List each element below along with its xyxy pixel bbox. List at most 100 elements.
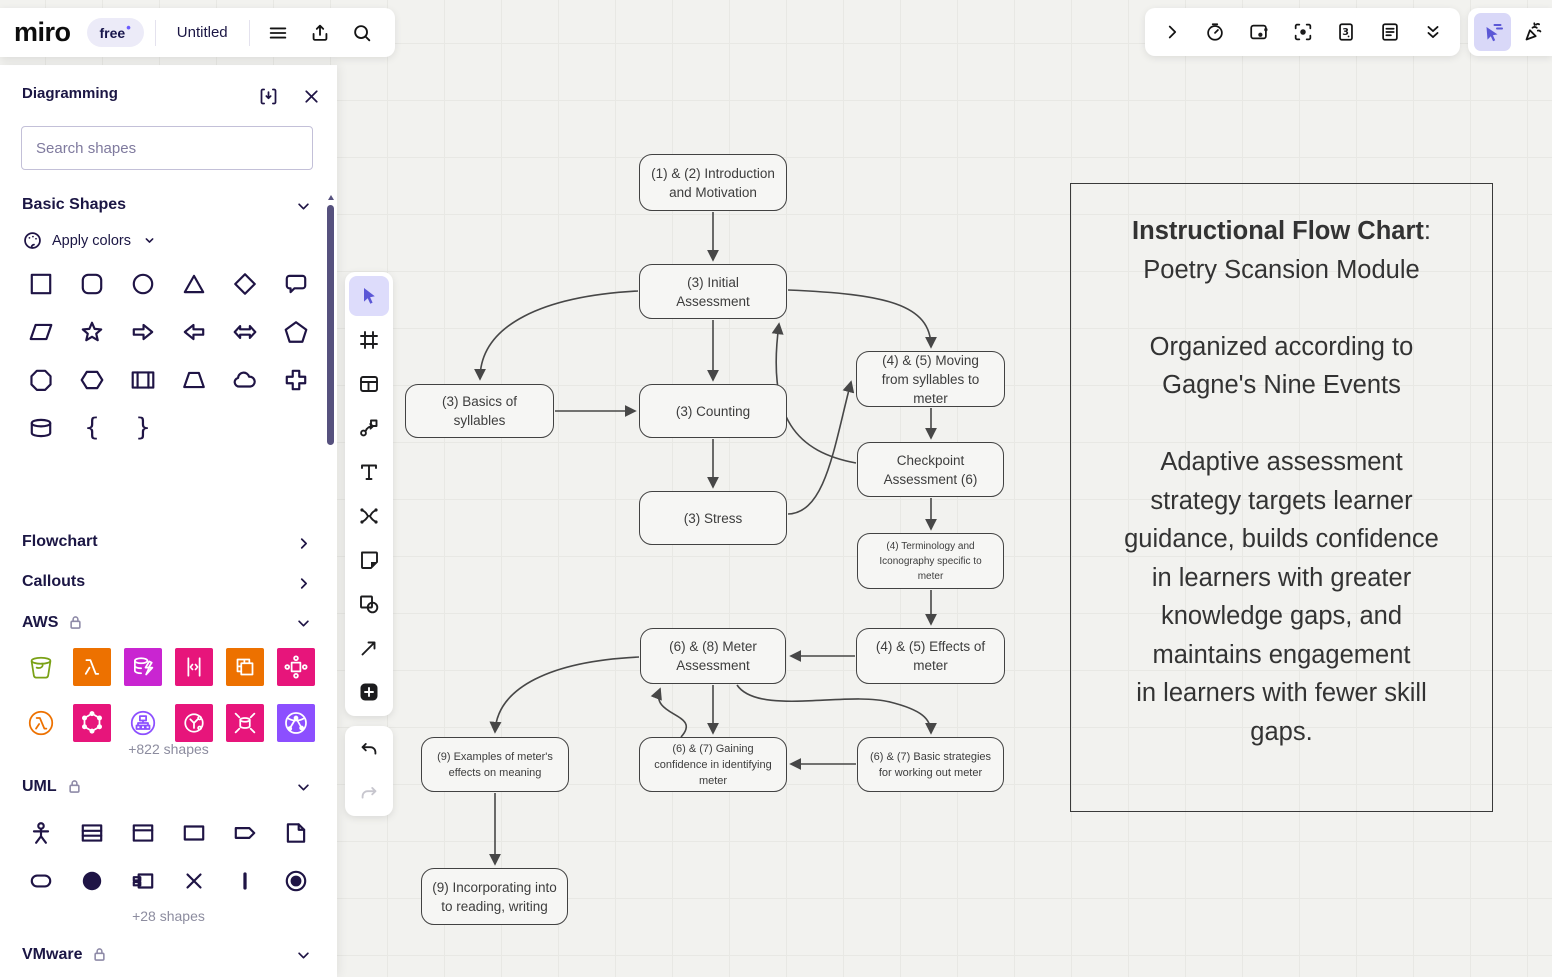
hexagon-shape[interactable] [66, 356, 117, 404]
sticky-note-tool[interactable] [349, 540, 389, 580]
flow-node-intro[interactable]: (1) & (2) Introduction and Motivation [639, 154, 787, 211]
board-title[interactable]: Untitled [176, 24, 228, 41]
chevron-right-icon[interactable] [1155, 15, 1189, 49]
connector-meterassess-strategies[interactable] [736, 684, 937, 735]
close-icon[interactable] [294, 79, 328, 113]
undo-button[interactable] [349, 729, 389, 769]
rounded-square-shape[interactable] [66, 260, 117, 308]
aws-lambda-square-shape[interactable] [66, 643, 117, 691]
redo-button[interactable] [349, 773, 389, 813]
flow-node-examples[interactable]: (9) Examples of meter's effects on meani… [421, 737, 569, 792]
uml-end-node-shape[interactable] [270, 857, 321, 905]
chevron-down-icon[interactable] [293, 613, 314, 634]
aws-circle-nodes-shape[interactable] [270, 643, 321, 691]
uml-cross-x-shape[interactable] [168, 857, 219, 905]
uml-rectangle-shape[interactable] [168, 809, 219, 857]
section-basic-shapes[interactable]: Basic Shapes [22, 196, 127, 213]
flow-node-checkpoint[interactable]: Checkpoint Assessment (6) [857, 442, 1004, 497]
octagon-shape[interactable] [15, 356, 66, 404]
uml-class-shape[interactable] [66, 809, 117, 857]
connector-initial-moving[interactable] [787, 289, 937, 349]
frame-tool[interactable] [349, 320, 389, 360]
section-callouts[interactable]: Callouts [22, 573, 86, 590]
flow-node-incorporating[interactable]: (9) Incorporating into to reading, writi… [421, 868, 568, 925]
arrow-right-shape[interactable] [117, 308, 168, 356]
uml-tag-shape[interactable] [219, 809, 270, 857]
section-vmware[interactable]: VMware [22, 945, 109, 964]
search-input[interactable] [21, 126, 313, 170]
scroll-up-arrow[interactable] [328, 195, 334, 200]
flow-node-effects[interactable]: (4) & (5) Effects of meter [856, 628, 1005, 684]
arrow-left-right-shape[interactable] [219, 308, 270, 356]
chevron-right-icon[interactable] [293, 533, 314, 554]
chevron-down-icon[interactable] [293, 196, 314, 217]
cloud-shape[interactable] [219, 356, 270, 404]
notes-icon[interactable] [1373, 15, 1407, 49]
export-icon[interactable] [303, 16, 337, 50]
hamburger-menu-icon[interactable] [261, 16, 295, 50]
uml-more-shapes[interactable]: +28 shapes [132, 908, 205, 924]
slides-icon[interactable]: 3 [1329, 15, 1363, 49]
flow-node-strategies[interactable]: (6) & (7) Basic strategies for working o… [857, 737, 1004, 792]
save-library-icon[interactable] [251, 79, 285, 113]
reactions-icon[interactable] [1515, 13, 1552, 51]
flow-node-meterassess[interactable]: (6) & (8) Meter Assessment [640, 628, 786, 684]
flow-node-basics[interactable]: (3) Basics of syllables [405, 384, 554, 438]
uml-bar-shape[interactable] [219, 857, 270, 905]
square-shape[interactable] [15, 260, 66, 308]
speech-bubble-shape[interactable] [270, 260, 321, 308]
table-tool[interactable] [349, 364, 389, 404]
cylinder-shape[interactable] [15, 404, 66, 452]
chevron-right-icon[interactable] [293, 573, 314, 594]
triangle-shape[interactable] [168, 260, 219, 308]
aws-globe-network-shape[interactable] [270, 699, 321, 747]
chevron-down-icon[interactable] [293, 777, 314, 798]
trapezoid-shape[interactable] [168, 356, 219, 404]
aws-database-arrows-shape[interactable] [219, 699, 270, 747]
connector-gaining-meterassess[interactable] [650, 687, 688, 738]
panel-scrollbar[interactable] [327, 205, 334, 445]
focus-icon[interactable] [1286, 15, 1320, 49]
connector-tool[interactable] [349, 408, 389, 448]
connector-checkpoint-initial[interactable] [771, 322, 857, 464]
timer-icon[interactable] [1198, 15, 1232, 49]
mindmap-tool[interactable] [349, 496, 389, 536]
uml-filled-circle-shape[interactable] [66, 857, 117, 905]
screen-share-icon[interactable] [1242, 15, 1276, 49]
text-note[interactable]: Instructional Flow Chart: Poetry Scansio… [1070, 183, 1493, 812]
diamond-shape[interactable] [219, 260, 270, 308]
flow-node-moving[interactable]: (4) & (5) Moving from syllables to meter [856, 351, 1005, 407]
shapes-tool[interactable] [349, 584, 389, 624]
brace-left-shape[interactable]: { [66, 404, 117, 452]
aws-funnel-circle-shape[interactable] [168, 699, 219, 747]
chevron-down-icon[interactable] [293, 945, 314, 966]
star-shape[interactable] [66, 308, 117, 356]
aws-chip-shape[interactable] [219, 643, 270, 691]
arrow-tool[interactable] [349, 628, 389, 668]
add-more-tool[interactable] [349, 672, 389, 712]
flow-node-counting[interactable]: (3) Counting [639, 384, 787, 438]
aws-code-brackets-shape[interactable] [168, 643, 219, 691]
uml-component-shape[interactable] [117, 857, 168, 905]
aws-tree-circle-shape[interactable] [117, 699, 168, 747]
text-tool[interactable] [349, 452, 389, 492]
aws-database-lightning-shape[interactable] [117, 643, 168, 691]
uml-note-shape[interactable] [270, 809, 321, 857]
miro-logo[interactable]: miro [14, 17, 71, 47]
search-icon[interactable] [345, 16, 379, 50]
aws-bucket-shape[interactable] [15, 643, 66, 691]
connector-stress-moving[interactable] [787, 380, 855, 515]
circle-shape[interactable] [117, 260, 168, 308]
flow-node-initial[interactable]: (3) Initial Assessment [639, 264, 787, 319]
apply-colors-button[interactable]: Apply colors [22, 230, 159, 251]
connector-initial-basics[interactable] [474, 290, 639, 381]
uml-actor-shape[interactable] [15, 809, 66, 857]
section-uml[interactable]: UML [22, 777, 84, 796]
arrow-left-shape[interactable] [168, 308, 219, 356]
cross-shape[interactable] [270, 356, 321, 404]
section-aws[interactable]: AWS [22, 613, 85, 632]
aws-more-shapes[interactable]: +822 shapes [128, 741, 209, 757]
collapse-icon[interactable] [1416, 15, 1450, 49]
predefined-process-shape[interactable] [117, 356, 168, 404]
flow-node-terminology[interactable]: (4) Terminology and Iconography specific… [857, 533, 1004, 589]
